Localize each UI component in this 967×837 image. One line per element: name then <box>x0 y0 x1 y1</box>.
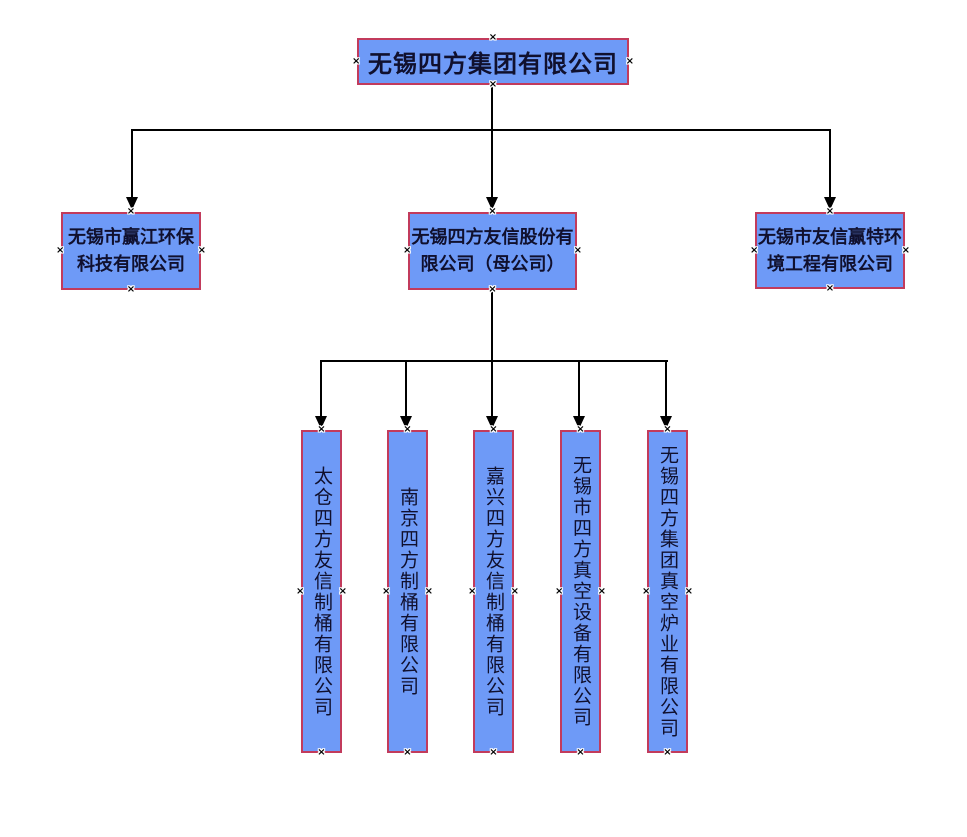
connection-handle-icon: × <box>403 245 412 256</box>
connection-handle-icon: × <box>126 284 136 295</box>
connector-line <box>320 360 322 417</box>
connector-line <box>491 289 493 362</box>
arrow-down-icon <box>573 416 585 429</box>
org-box-yingte-engineering[interactable]: × × × × 无锡市友信赢特环 境工程有限公司 <box>750 207 910 294</box>
connection-handle-icon: × <box>663 747 672 758</box>
connector-line <box>829 129 831 198</box>
connection-handle-icon: × <box>403 747 412 758</box>
org-box-jiaxing-drum[interactable]: × × × × 嘉兴四方友信制桶有限公司 <box>468 425 519 758</box>
arrow-down-icon <box>486 416 498 429</box>
org-box-taicang-drum[interactable]: × × × × 太仓四方友信制桶有限公司 <box>296 425 347 758</box>
arrow-down-icon <box>126 197 138 210</box>
org-box-vacuum-furnace[interactable]: × × × × 无锡四方集团真空炉业有限公司 <box>642 425 693 758</box>
org-box-label: 太仓四方友信制桶有限公司 <box>311 465 332 718</box>
org-box-label: 无锡四方友信股份有 限公司（母公司） <box>411 227 574 274</box>
org-box-vacuum-equipment[interactable]: × × × × 无锡市四方真空设备有限公司 <box>555 425 606 758</box>
connection-handle-icon: × <box>901 244 910 256</box>
connection-handle-icon: × <box>197 245 206 256</box>
connection-handle-icon: × <box>56 245 65 256</box>
connection-handle-icon: × <box>317 747 326 758</box>
arrow-down-icon <box>824 197 836 210</box>
org-box-label: 无锡市友信赢特环 境工程有限公司 <box>758 226 902 274</box>
connection-handle-icon: × <box>352 55 361 67</box>
connector-line <box>665 360 667 417</box>
org-box-nanjing-drum[interactable]: × × × × 南京四方制桶有限公司 <box>382 425 433 758</box>
arrow-down-icon <box>315 416 327 429</box>
connection-handle-icon: × <box>488 32 498 43</box>
org-box-label: 无锡市赢江环保 科技有限公司 <box>68 227 194 274</box>
org-box-label: 无锡市四方真空设备有限公司 <box>570 455 591 728</box>
org-box-label: 嘉兴四方友信制桶有限公司 <box>483 465 504 718</box>
org-box-label: 南京四方制桶有限公司 <box>397 486 418 697</box>
connector-line <box>131 129 133 198</box>
org-box-label: 无锡四方集团有限公司 <box>368 52 618 78</box>
connector-line <box>578 360 580 417</box>
org-box-group-root[interactable]: × × × × 无锡四方集团有限公司 <box>352 33 634 90</box>
connector-line <box>405 360 407 417</box>
connector-line <box>491 84 493 131</box>
connection-handle-icon: × <box>573 245 582 256</box>
org-box-label: 无锡四方集团真空炉业有限公司 <box>657 444 678 739</box>
arrow-down-icon <box>660 416 672 429</box>
connection-handle-icon: × <box>489 747 498 758</box>
org-box-yingjiang-environmental[interactable]: × × × × 无锡市赢江环保 科技有限公司 <box>56 207 206 295</box>
connector-line <box>491 360 493 417</box>
org-box-parent-company[interactable]: × × × × 无锡四方友信股份有 限公司（母公司） <box>403 207 582 295</box>
connection-handle-icon: × <box>576 747 585 758</box>
connection-handle-icon: × <box>625 55 634 67</box>
arrow-down-icon <box>400 416 412 429</box>
connector-line <box>320 360 668 362</box>
connection-handle-icon: × <box>825 283 835 294</box>
arrow-down-icon <box>486 197 498 210</box>
connector-line <box>131 129 831 131</box>
connector-line <box>491 129 493 198</box>
